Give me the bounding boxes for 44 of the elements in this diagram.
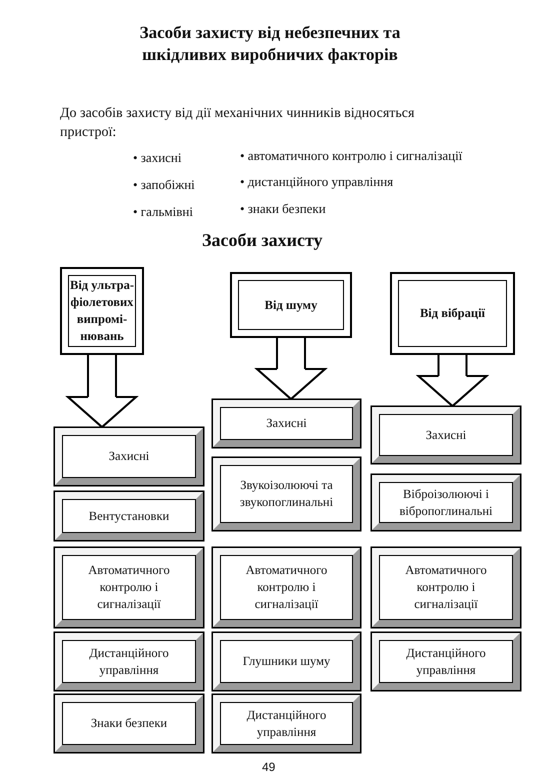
bullet-item: • гальмівні [133, 204, 193, 220]
box-label: Вентустановки [88, 508, 170, 524]
bullet-item: • знаки безпеки [240, 201, 326, 217]
bevel-box [372, 548, 520, 627]
bevel-box [55, 428, 203, 485]
box-label: Від ультра- фіолетових випромі- нювань [69, 277, 135, 345]
box-label: Віброізолюючі і вібропоглинальні [398, 486, 494, 520]
bevel-box [55, 695, 203, 752]
box-label: Глушники шуму [242, 653, 330, 670]
bullet-item: • захисні [133, 150, 182, 166]
bullet-item: • запобіжні [133, 177, 195, 193]
box-label: Знаки безпеки [90, 715, 168, 732]
title: Засоби захисту від небезпечних та шкідливих виробничих факторів [138, 22, 402, 66]
box-label: Від вібрації [420, 305, 486, 322]
callout-box [230, 272, 352, 338]
bevel-box [213, 548, 360, 627]
box-label: Захисні [426, 426, 466, 444]
bevel-box [213, 695, 360, 752]
box-label: Автоматичного контролю і сигналізації [404, 562, 488, 613]
section-heading: Засоби захисту [202, 230, 323, 251]
bevel-box [372, 633, 520, 690]
bevel-box [55, 633, 203, 690]
box-label: Дистанційного управління [405, 644, 487, 678]
intro-text: До засобів захисту від дії механічних чинників відносяться пристрої: [60, 105, 416, 142]
box-label: Захисні [108, 448, 150, 465]
box-label: Дистанційного управління [88, 644, 170, 678]
bullet-item: • дистанційного управління [240, 174, 394, 190]
bevel-box [213, 458, 360, 530]
bevel-box [213, 400, 360, 447]
box-label: Звукоізолюючі та звукопоглинальні [238, 477, 334, 511]
bevel-box [213, 633, 360, 690]
bevel-box [55, 548, 203, 627]
bevel-box [372, 407, 520, 463]
page-number: 49 [262, 760, 276, 774]
bevel-box [55, 492, 203, 540]
box-label: Від шуму [264, 296, 318, 314]
callout-box [60, 267, 144, 355]
box-label: Дистанційного управління [246, 706, 328, 740]
callout-box [390, 272, 515, 355]
bullet-item: • автоматичного контролю і сигналізації [240, 148, 462, 164]
box-label: Захисні [266, 415, 307, 432]
box-label: Автоматичного контролю і сигналізації [87, 562, 171, 613]
bevel-box [372, 475, 520, 530]
box-label: Автоматичного контролю і сигналізації [244, 562, 328, 613]
